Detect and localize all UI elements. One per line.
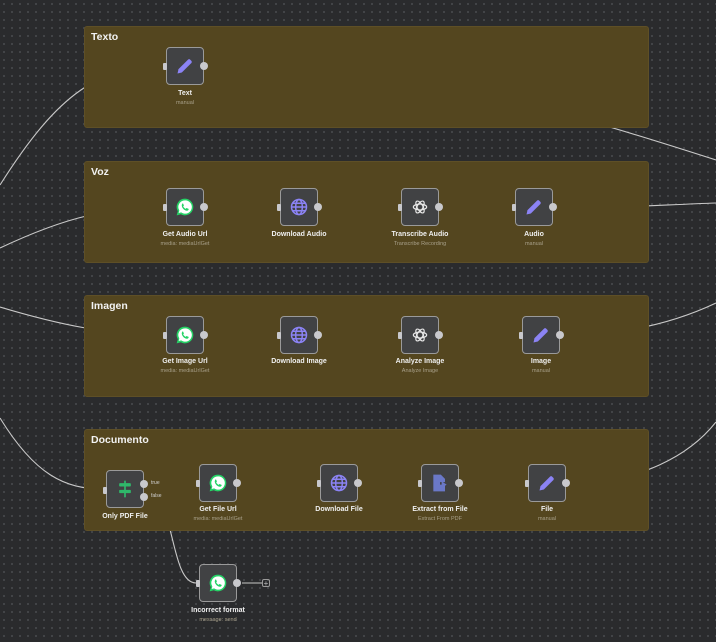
node-label: Extract from File (412, 506, 468, 513)
group-title: Documento (91, 434, 149, 446)
output-port[interactable] (562, 479, 570, 487)
input-port[interactable] (163, 63, 167, 70)
node-label: Get File Url (199, 506, 237, 513)
node-audio[interactable] (512, 188, 557, 226)
output-port-true[interactable] (140, 480, 148, 488)
output-port[interactable] (354, 479, 362, 487)
input-port[interactable] (196, 480, 200, 487)
node-label: File (540, 506, 554, 513)
pencil-icon (526, 200, 541, 215)
output-port[interactable] (556, 331, 564, 339)
output-port[interactable] (435, 331, 443, 339)
extract-file-icon (433, 474, 447, 492)
node-label: Incorrect format (191, 607, 245, 614)
node-subtitle: media: mediaUrlGet (160, 368, 210, 374)
group-title: Voz (91, 166, 109, 178)
pencil-icon (539, 476, 554, 491)
node-file[interactable] (525, 464, 570, 502)
input-port[interactable] (277, 204, 281, 211)
signpost-icon (119, 480, 131, 498)
node-subtitle: manual (175, 100, 195, 106)
pencil-icon (533, 328, 548, 343)
group-title: Texto (91, 31, 119, 43)
node-subtitle: manual (537, 516, 557, 522)
node-subtitle: message: send (199, 617, 237, 623)
group-title: Imagen (91, 300, 128, 312)
node-label: Download File (315, 506, 363, 513)
input-port[interactable] (163, 204, 167, 211)
node-text[interactable] (163, 47, 208, 85)
input-port[interactable] (519, 332, 523, 339)
branch-label-true: true (151, 480, 160, 486)
node-download-audio[interactable] (277, 188, 322, 226)
add-node-button[interactable]: + (262, 579, 270, 588)
node-label: Get Image Url (162, 358, 208, 365)
node-label: Analyze Image (395, 358, 445, 365)
output-port[interactable] (455, 479, 463, 487)
output-port[interactable] (200, 62, 208, 70)
node-subtitle: media: mediaUrlGet (193, 516, 243, 522)
input-port[interactable] (163, 332, 167, 339)
input-port[interactable] (398, 332, 402, 339)
node-subtitle: Transcribe Recording (393, 241, 447, 247)
output-port[interactable] (233, 479, 241, 487)
node-subtitle: Extract From PDF (417, 516, 462, 522)
node-label: Audio (524, 231, 544, 238)
node-get-audio-url[interactable] (163, 188, 208, 226)
node-subtitle: Analyze Image (401, 368, 439, 374)
whatsapp-icon (176, 326, 194, 344)
node-subtitle: media: mediaUrlGet (160, 241, 210, 247)
node-label: Download Audio (271, 231, 327, 238)
output-port[interactable] (314, 331, 322, 339)
output-port[interactable] (200, 331, 208, 339)
node-only-pdf-file[interactable] (103, 470, 148, 508)
input-port[interactable] (277, 332, 281, 339)
globe-icon (290, 326, 308, 344)
output-port[interactable] (200, 203, 208, 211)
whatsapp-icon (176, 198, 194, 216)
node-incorrect-format[interactable] (196, 564, 241, 602)
input-port[interactable] (512, 204, 516, 211)
openai-icon (412, 328, 428, 342)
globe-icon (330, 474, 348, 492)
output-port[interactable] (549, 203, 557, 211)
node-download-file[interactable] (317, 464, 362, 502)
output-port-false[interactable] (140, 493, 148, 501)
output-port[interactable] (435, 203, 443, 211)
input-port[interactable] (196, 580, 200, 587)
branch-label-false: false (151, 493, 162, 499)
node-transcribe-audio[interactable] (398, 188, 443, 226)
output-port[interactable] (314, 203, 322, 211)
node-download-image[interactable] (277, 316, 322, 354)
node-subtitle: manual (531, 368, 551, 374)
input-port[interactable] (103, 487, 107, 494)
openai-icon (412, 200, 428, 214)
node-image[interactable] (519, 316, 564, 354)
globe-icon (290, 198, 308, 216)
whatsapp-icon (209, 474, 227, 492)
node-analyze-image[interactable] (398, 316, 443, 354)
input-port[interactable] (525, 480, 529, 487)
whatsapp-icon (209, 574, 227, 592)
node-get-image-url[interactable] (163, 316, 208, 354)
node-label: Get Audio Url (162, 231, 208, 238)
node-get-file-url[interactable] (196, 464, 241, 502)
output-port[interactable] (233, 579, 241, 587)
node-subtitle: manual (524, 241, 544, 247)
node-label: Transcribe Audio (391, 231, 449, 238)
input-port[interactable] (317, 480, 321, 487)
node-extract-from-file[interactable] (418, 464, 463, 502)
node-label: Image (530, 358, 552, 365)
node-label: Text (178, 90, 192, 97)
node-label: Only PDF File (102, 513, 148, 520)
pencil-icon (177, 59, 192, 74)
input-port[interactable] (418, 480, 422, 487)
node-label: Download Image (271, 358, 327, 365)
input-port[interactable] (398, 204, 402, 211)
